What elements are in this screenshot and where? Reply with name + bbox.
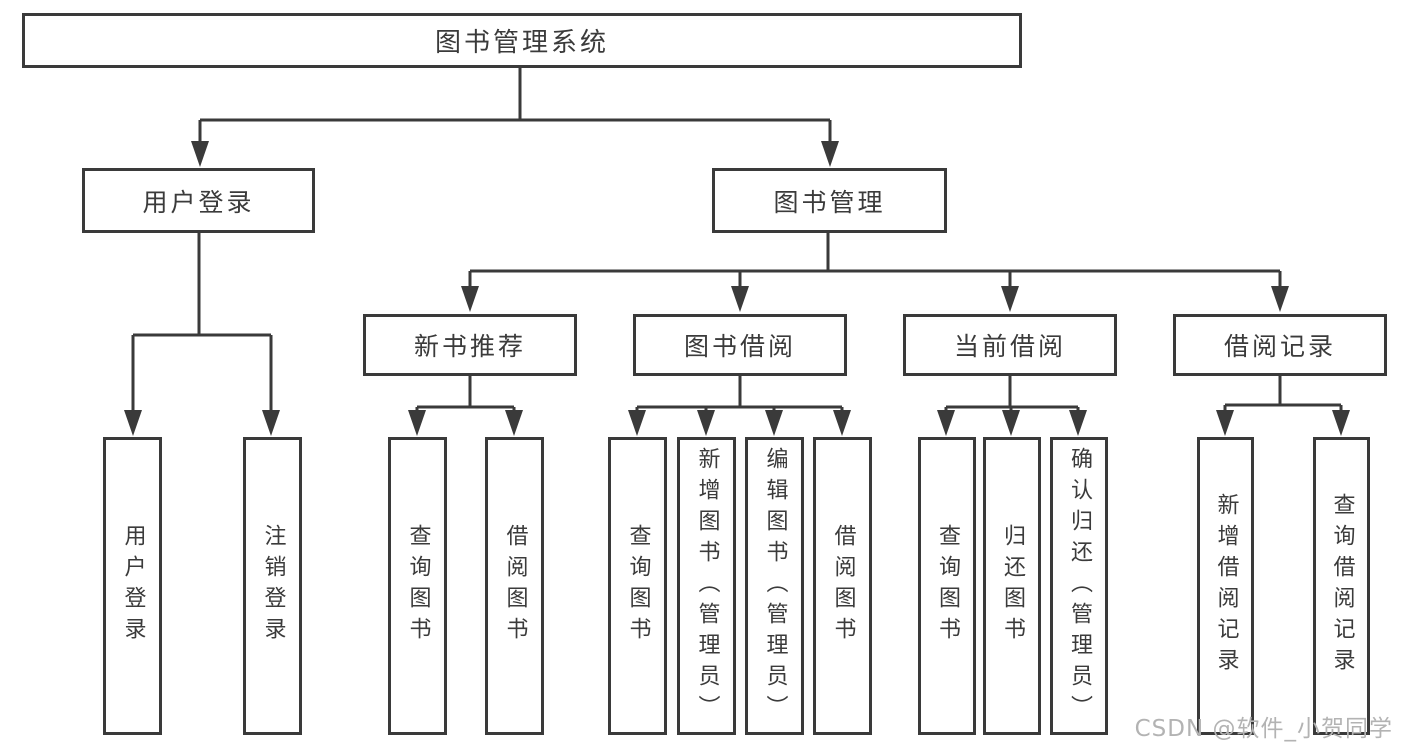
node-label: 借阅图书 <box>830 524 856 648</box>
leaf-confirm-return-admin: 确认归还（管理员） <box>1050 437 1108 735</box>
node-label: 用户登录 <box>142 187 255 217</box>
node-label: 借阅记录 <box>1223 332 1336 361</box>
node-label: 归还图书 <box>1000 524 1025 648</box>
node-label: 借阅图书 <box>502 524 528 648</box>
node-user-login: 用户登录 <box>82 168 315 233</box>
node-label: 图书管理系统 <box>434 28 609 58</box>
leaf-query-books-current: 查询图书 <box>918 437 976 735</box>
node-label: 当前借阅 <box>953 332 1066 361</box>
arrowhead-icons <box>124 141 1350 436</box>
node-label: 查询图书 <box>935 524 960 648</box>
node-label: 用户登录 <box>120 524 146 648</box>
node-label: 编辑图书（管理员） <box>762 446 788 726</box>
leaf-borrow-books-recommend: 借阅图书 <box>485 437 544 735</box>
leaf-edit-books-admin: 编辑图书（管理员） <box>745 437 804 735</box>
node-label: 新增图书（管理员） <box>694 446 720 726</box>
leaf-logout: 注销登录 <box>243 437 302 735</box>
node-book-borrow: 图书借阅 <box>633 314 847 376</box>
node-label: 新书推荐 <box>413 332 526 361</box>
node-book-management: 图书管理 <box>712 168 947 233</box>
node-label: 查询图书 <box>625 524 651 648</box>
leaf-query-books-borrow: 查询图书 <box>608 437 667 735</box>
node-label: 图书管理 <box>773 187 886 217</box>
node-label: 新增借阅记录 <box>1213 493 1239 679</box>
node-label: 确认归还（管理员） <box>1067 446 1092 726</box>
node-new-book-recommend: 新书推荐 <box>363 314 577 376</box>
node-label: 图书借阅 <box>683 332 796 361</box>
node-current-borrow: 当前借阅 <box>903 314 1117 376</box>
leaf-user-login: 用户登录 <box>103 437 162 735</box>
node-borrow-record: 借阅记录 <box>1173 314 1387 376</box>
leaf-query-books-recommend: 查询图书 <box>388 437 447 735</box>
leaf-add-books-admin: 新增图书（管理员） <box>677 437 736 735</box>
node-label: 查询图书 <box>405 524 431 648</box>
node-library-management-system: 图书管理系统 <box>22 13 1022 68</box>
node-label: 查询借阅记录 <box>1329 493 1355 679</box>
leaf-borrow-books: 借阅图书 <box>813 437 872 735</box>
node-label: 注销登录 <box>260 524 286 648</box>
leaf-add-borrow-record: 新增借阅记录 <box>1197 437 1254 735</box>
watermark: CSDN @软件_小贺同学 <box>1134 716 1393 742</box>
leaf-return-books: 归还图书 <box>983 437 1041 735</box>
leaf-query-borrow-record: 查询借阅记录 <box>1313 437 1370 735</box>
